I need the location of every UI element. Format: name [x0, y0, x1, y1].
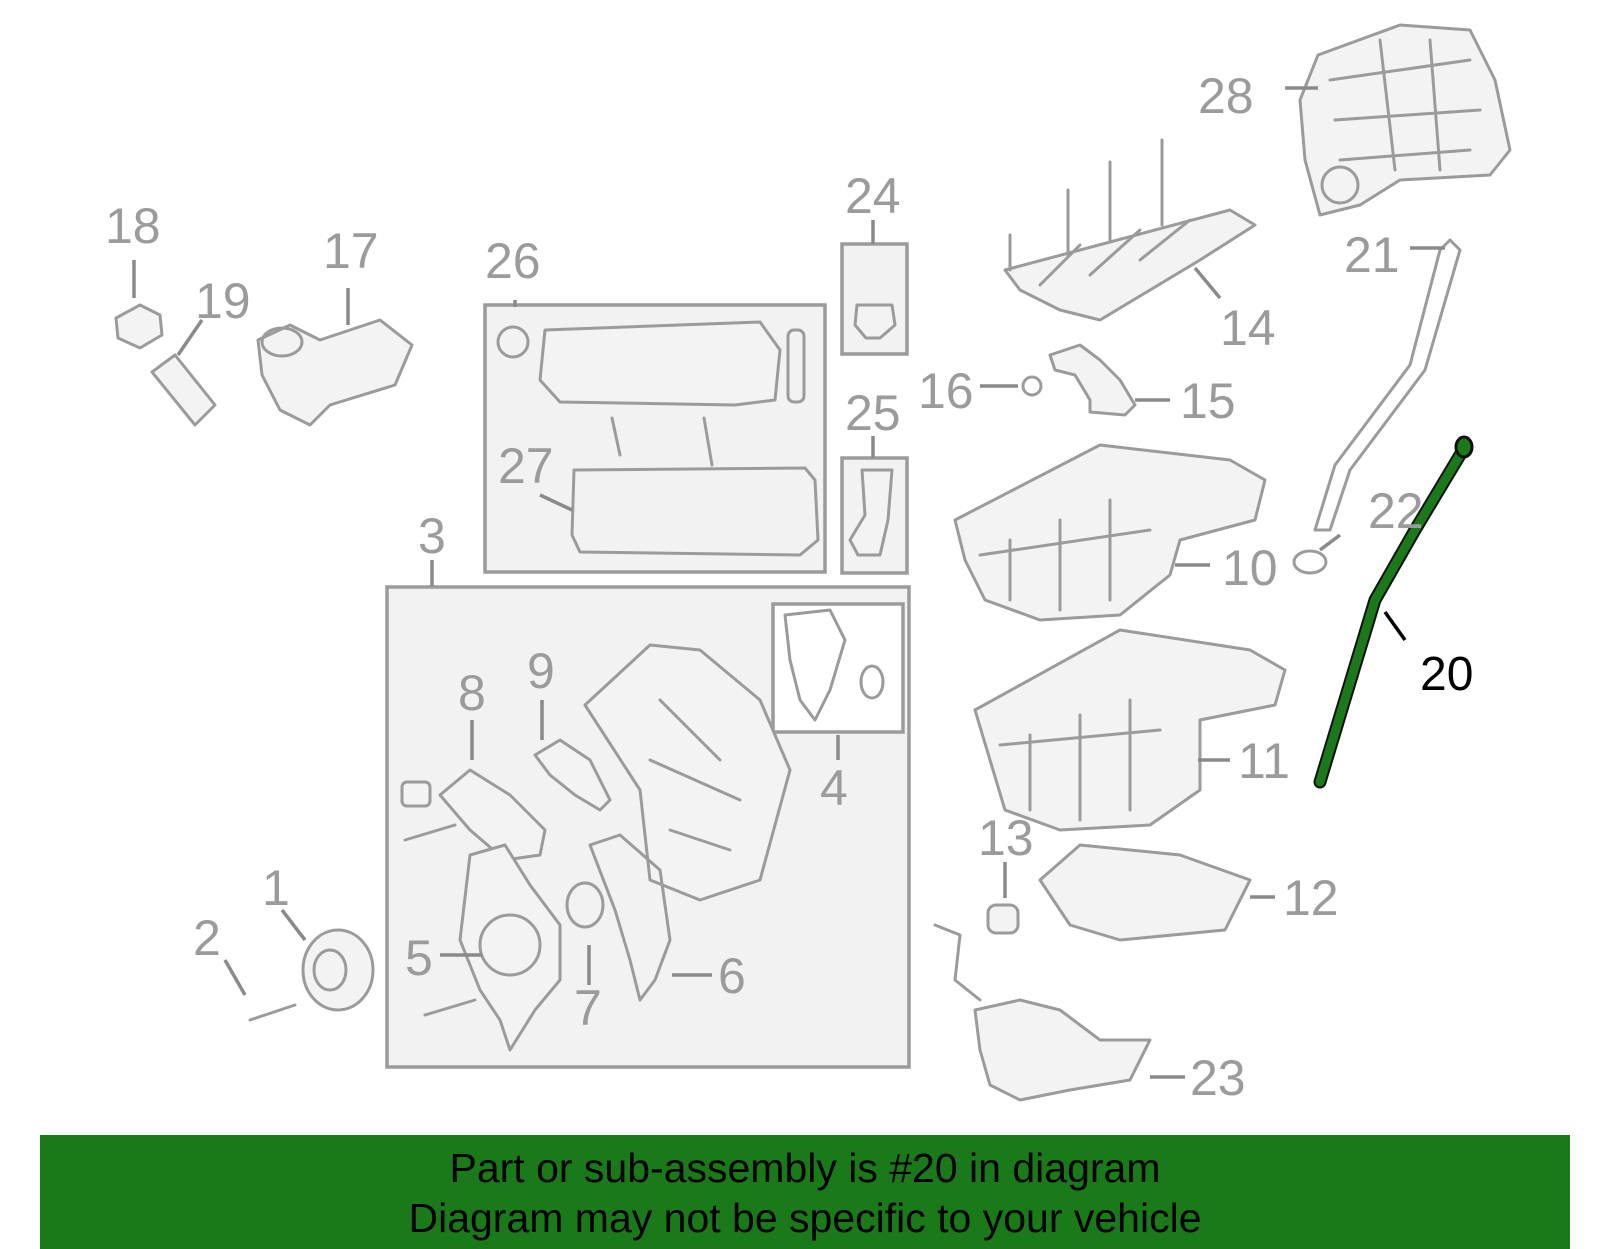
callout-22: 22 — [1368, 483, 1424, 539]
chain-guide-part — [533, 738, 612, 812]
bolt-part — [403, 823, 457, 842]
oil-filter-part — [150, 353, 217, 427]
seal-7-part — [565, 881, 605, 929]
callout-4: 4 — [820, 760, 848, 816]
callout-7: 7 — [574, 980, 602, 1036]
windage-tray-part — [1003, 138, 1257, 322]
callout-16: 16 — [918, 363, 974, 419]
o-ring-16-part — [1021, 375, 1043, 397]
info-banner: Part or sub-assembly is #20 in diagram D… — [40, 1135, 1570, 1249]
water-pump-5-part — [458, 843, 562, 1052]
callout-2: 2 — [193, 910, 221, 966]
callout-18: 18 — [105, 198, 161, 254]
callout-27: 27 — [498, 438, 554, 494]
filter-cap-part — [114, 303, 164, 350]
pickup-tube-part — [1048, 343, 1137, 417]
callout-24: 24 — [845, 168, 901, 224]
filter-housing-part — [256, 318, 414, 427]
callout-17: 17 — [323, 223, 379, 279]
dipstick-tube-part — [1313, 238, 1462, 532]
pulley-part — [301, 928, 375, 1012]
callout-12: 12 — [1283, 870, 1339, 926]
callout-25: 25 — [845, 385, 901, 441]
callout-15: 15 — [1180, 373, 1236, 429]
callout-26: 26 — [485, 233, 541, 289]
callout-1: 1 — [262, 860, 290, 916]
bolt-lower-part — [423, 998, 477, 1017]
banner-line-1: Part or sub-assembly is #20 in diagram — [449, 1145, 1161, 1191]
callout-23: 23 — [1190, 1050, 1246, 1106]
callout-28: 28 — [1198, 68, 1254, 124]
water-pump-part — [438, 768, 547, 862]
callout-11: 11 — [1238, 733, 1290, 789]
oil-pan-11-part — [973, 628, 1287, 832]
callout-20: 20 — [1420, 648, 1473, 701]
callout-21: 21 — [1344, 227, 1400, 283]
oil-fill-cap-part — [853, 303, 897, 340]
callout-6: 6 — [718, 948, 746, 1004]
intake-manifold-part — [1298, 23, 1512, 217]
o-ring-22-part — [1292, 549, 1328, 575]
banner-line-2: Diagram may not be specific to your vehi… — [408, 1195, 1202, 1241]
gasket-6-part — [588, 833, 672, 1002]
timing-cover-gasket-part — [783, 608, 847, 722]
valve-cover-gasket-part — [570, 466, 820, 557]
seal-4-part — [859, 664, 885, 700]
dipstick-20-part — [1313, 435, 1474, 789]
callout-5: 5 — [405, 930, 433, 986]
leader-lines — [132, 86, 1445, 1079]
oil-pan-10-part — [953, 443, 1267, 622]
dowel-part — [400, 780, 432, 808]
oil-fill-tube-part — [848, 468, 894, 557]
callout-3: 3 — [418, 508, 446, 564]
lower-pan-part — [1038, 843, 1252, 942]
oil-pump-part — [933, 923, 1152, 1102]
pulley-bolt-part — [248, 1003, 297, 1022]
callout-8: 8 — [458, 665, 486, 721]
callout-10: 10 — [1222, 540, 1278, 596]
callout-13: 13 — [978, 810, 1034, 866]
callout-9: 9 — [527, 643, 555, 699]
callout-14: 14 — [1220, 300, 1276, 356]
drain-plug-part — [986, 903, 1020, 935]
valve-cover-part — [496, 320, 806, 467]
callout-19: 19 — [195, 273, 251, 329]
timing-cover-part — [583, 643, 792, 902]
